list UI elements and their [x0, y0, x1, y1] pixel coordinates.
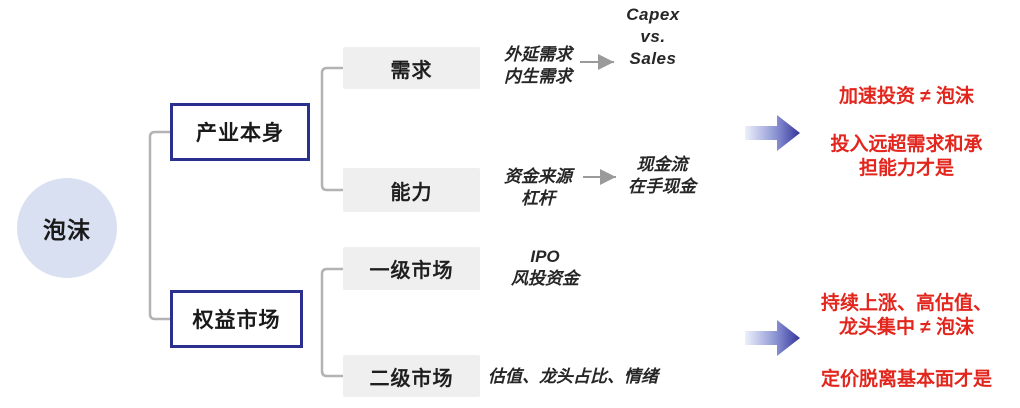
node-industry-label: 产业本身 [196, 122, 284, 145]
industry-conclusion-detail: 投入远超需求和承 担能力才是 [830, 134, 983, 179]
market-conclusion-detail: 定价脱离基本面才是 [820, 369, 992, 390]
root-bracket-connector [148, 130, 170, 321]
node-demand: 需求 [343, 47, 480, 89]
node-primary-market-label: 一级市场 [369, 260, 454, 282]
secondary-market-factors-note: 估值、龙头占比、情绪 [488, 367, 658, 386]
industry-conclusion-arrow-icon [745, 115, 800, 151]
market-conclusion-headline: 持续上涨、高估值、 龙头集中 ≠ 泡沫 [820, 293, 992, 338]
node-equity-market: 权益市场 [170, 290, 303, 348]
node-capability: 能力 [343, 168, 480, 212]
industry-bracket-connector [320, 66, 343, 192]
node-secondary-market-label: 二级市场 [369, 367, 454, 390]
node-equity-label: 权益市场 [192, 309, 281, 332]
node-demand-label: 需求 [390, 59, 433, 82]
root-node-bubble: 泡沫 [17, 178, 117, 278]
market-conclusion-arrow-icon [745, 320, 800, 356]
equity-bracket-connector [320, 267, 343, 378]
node-primary-market: 一级市场 [343, 247, 480, 290]
capability-factors-note: 资金来源 杠杆 [504, 167, 572, 208]
node-capability-label: 能力 [390, 181, 433, 204]
root-node-label: 泡沫 [43, 217, 91, 243]
capability-metric-note: 现金流 在手现金 [628, 155, 696, 196]
industry-conclusion-headline: 加速投资 ≠ 泡沫 [839, 86, 974, 107]
primary-market-factors-note: IPO 风投资金 [511, 247, 579, 288]
node-industry-itself: 产业本身 [170, 103, 310, 161]
demand-metric-note: Capex vs. Sales [626, 5, 680, 68]
node-secondary-market: 二级市场 [343, 355, 480, 397]
demand-factors-note: 外延需求 内生需求 [504, 45, 572, 86]
